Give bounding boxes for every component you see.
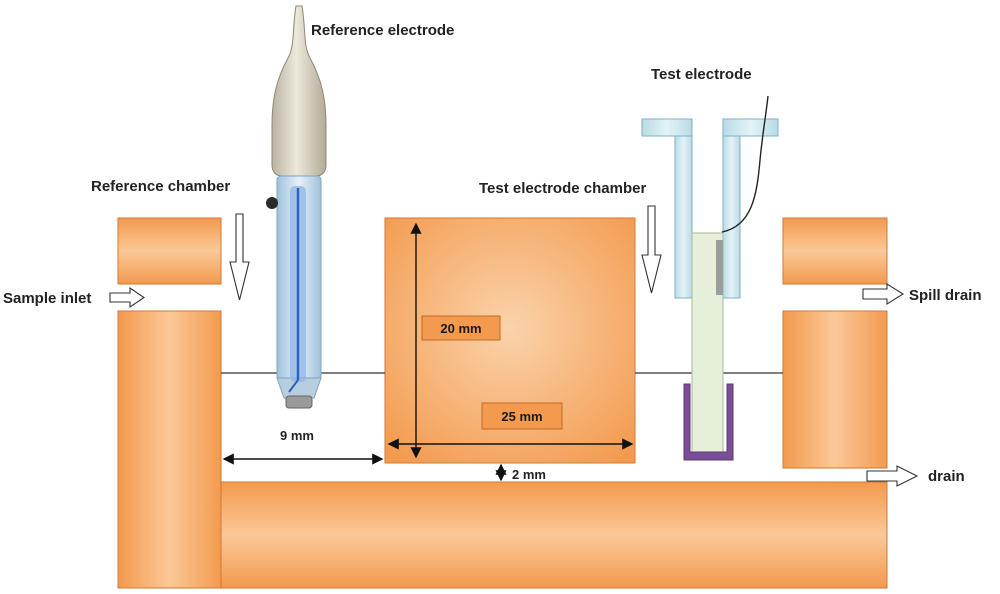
test-holder-top-left bbox=[641, 118, 693, 137]
drain-label: drain bbox=[928, 468, 965, 485]
test-chamber-arrow bbox=[641, 205, 662, 294]
reference-electrode bbox=[266, 5, 327, 409]
reference-electrode-fill-port bbox=[266, 197, 278, 209]
gap-label: 9 mm bbox=[280, 428, 314, 443]
test-electrode-label: Test electrode bbox=[651, 66, 752, 83]
spill-drain-label: Spill drain bbox=[909, 287, 982, 304]
test-electrode-cup bbox=[683, 383, 734, 461]
test-electrode-sensor bbox=[716, 240, 723, 295]
reference-electrode-junction bbox=[285, 395, 313, 409]
sample-inlet-label: Sample inlet bbox=[3, 290, 91, 307]
left-wall-block bbox=[117, 310, 222, 589]
test-electrode-lead-wire bbox=[721, 95, 769, 233]
reference-chamber-arrow bbox=[229, 213, 250, 301]
drain-arrow bbox=[866, 465, 919, 487]
test-holder-top-right bbox=[722, 118, 779, 137]
reference-electrode-tip bbox=[276, 377, 322, 399]
clearance-label: 2 mm bbox=[512, 467, 546, 482]
width-label: 25 mm bbox=[501, 409, 542, 424]
height-label: 20 mm bbox=[440, 321, 481, 336]
bottom-channel-block bbox=[220, 481, 888, 589]
height-label-box bbox=[421, 315, 501, 341]
reference-electrode-label: Reference electrode bbox=[311, 22, 454, 39]
reference-chamber-label: Reference chamber bbox=[91, 178, 230, 195]
reference-chamber-top-block bbox=[117, 217, 222, 285]
test-electrode-chamber-label: Test electrode chamber bbox=[479, 180, 646, 197]
test-holder-right-arm bbox=[722, 135, 741, 299]
width-label-box bbox=[481, 402, 563, 430]
reference-electrode-wire-tail bbox=[288, 379, 299, 393]
sample-inlet-arrow bbox=[109, 286, 145, 309]
spill-drain-top-block bbox=[782, 217, 888, 285]
right-wall-block bbox=[782, 310, 888, 469]
spill-drain-arrow bbox=[862, 283, 905, 305]
test-holder-left-arm bbox=[674, 135, 693, 299]
test-electrode bbox=[641, 95, 779, 461]
